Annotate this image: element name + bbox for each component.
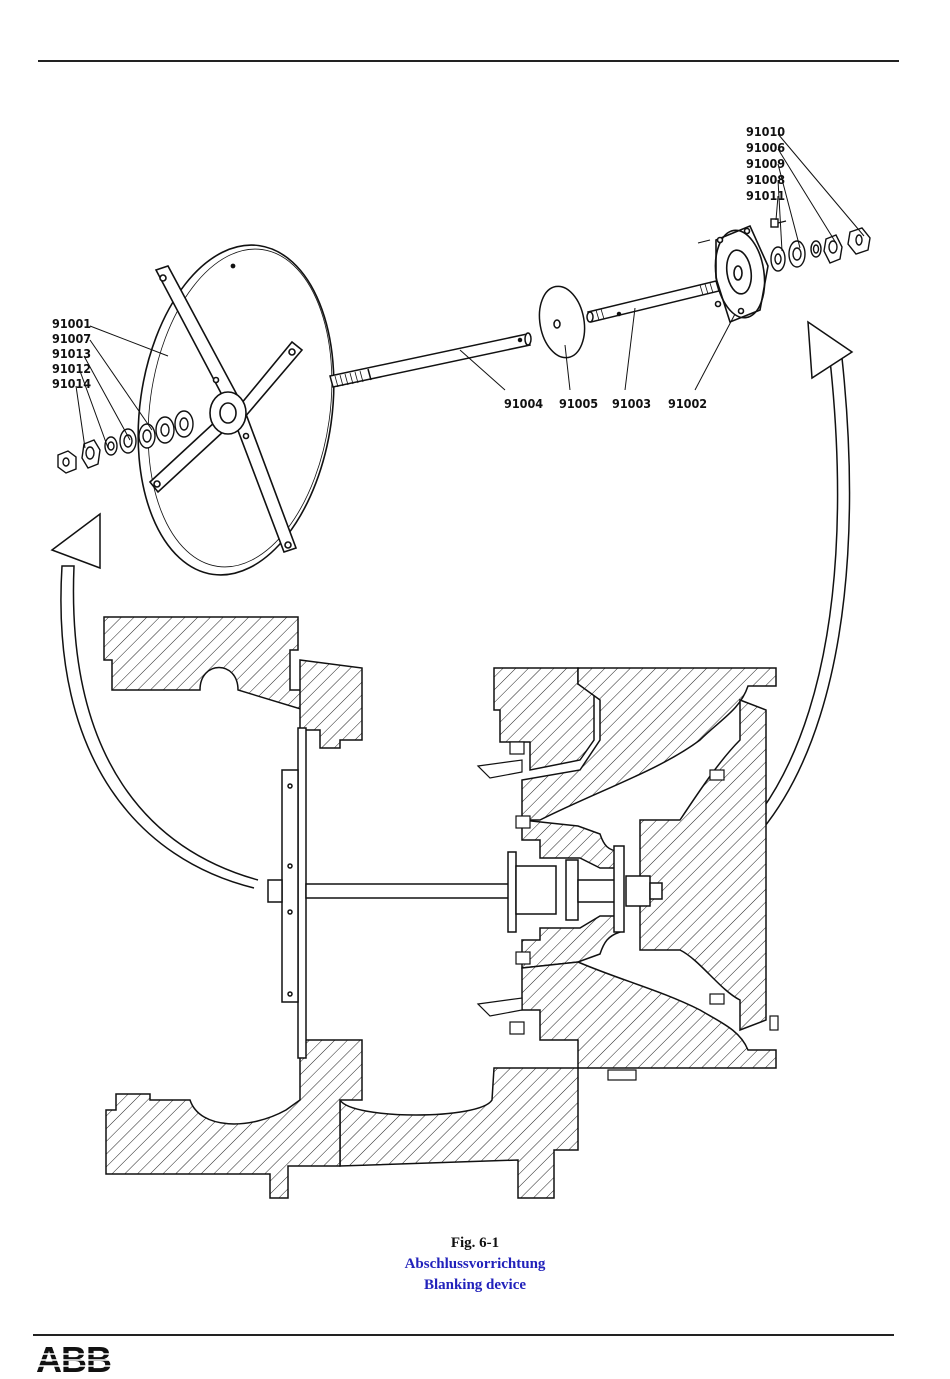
disc-91005 [534,283,590,362]
callout-top-right-1: 91010 [746,124,785,139]
callout-bottom-1: 91004 [504,396,543,411]
callout-top-right-3: 91009 [746,156,785,171]
callouts-top-right: 91010 91006 91009 91008 91011 [746,124,785,203]
right-washers-and-nut [771,219,870,271]
callout-left-3: 91013 [52,346,91,361]
figure-title-german: Abschlussvorrichtung [0,1254,950,1275]
shaft-91003 [587,281,719,322]
callouts-left: 91001 91007 91013 91012 91014 [52,316,91,391]
blanking-disc [118,232,354,587]
footer-rule [33,1334,894,1336]
abb-logo: ABB [36,1343,116,1375]
figure-number: Fig. 6-1 [0,1233,950,1254]
callout-left-5: 91014 [52,376,91,391]
callout-bottom-3: 91003 [612,396,651,411]
figure-title-english: Blanking device [0,1275,950,1296]
abb-logo-text: ABB [36,1343,111,1375]
flange-91002 [698,226,770,322]
callout-bottom-4: 91002 [668,396,707,411]
callout-left-1: 91001 [52,316,91,331]
callout-top-right-4: 91008 [746,172,785,187]
blanking-device-drawing: 91001 91007 91013 91012 91014 91010 9100… [0,0,950,1230]
housing-section [104,617,776,1198]
shaft-91004 [330,333,531,387]
callout-left-4: 91012 [52,361,91,376]
callout-bottom-2: 91005 [559,396,598,411]
callouts-bottom: 91004 91005 91003 91002 [504,396,707,411]
callout-left-2: 91007 [52,331,91,346]
callout-top-right-2: 91006 [746,140,785,155]
callout-top-right-5: 91011 [746,188,785,203]
